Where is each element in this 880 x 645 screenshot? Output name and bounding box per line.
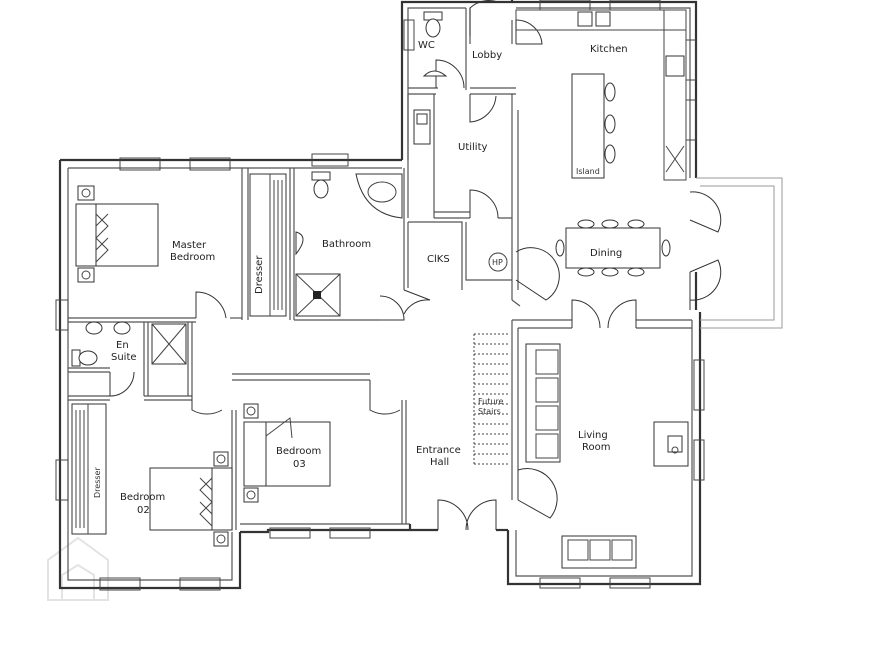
- label-master-1: Master: [172, 240, 207, 251]
- label-lobby: Lobby: [472, 50, 502, 61]
- label-dresser: Dresser: [254, 255, 265, 294]
- ensuite-toilet: [71, 349, 98, 367]
- bathroom-toilet: [311, 171, 331, 199]
- terrace-outline: [696, 177, 783, 329]
- label-entrance-2: Hall: [430, 457, 449, 468]
- label-future-2: Stairs: [478, 407, 501, 416]
- room-labels: WC Lobby Kitchen Utility Island Master B…: [93, 40, 628, 516]
- bathroom-shower: [295, 273, 341, 317]
- label-hp: HP: [492, 258, 503, 267]
- label-entrance-1: Entrance: [416, 445, 461, 456]
- label-bedroom02-2: 02: [137, 505, 150, 516]
- label-island: Island: [576, 167, 600, 176]
- wc-basin: [422, 70, 448, 77]
- ensuite-basin: [85, 321, 131, 335]
- wc-toilet: [423, 11, 443, 38]
- kitchen-island: [571, 73, 616, 179]
- bedroom02-bed: [149, 451, 233, 547]
- label-living-2: Room: [582, 442, 610, 453]
- doors: [109, 0, 722, 531]
- label-future-1: Future: [478, 397, 504, 406]
- label-en-2: Suite: [111, 352, 137, 363]
- label-en-1: En: [116, 340, 129, 351]
- label-living-1: Living: [578, 430, 608, 441]
- fireplace: [653, 421, 689, 467]
- label-bedroom02-1: Bedroom: [120, 492, 165, 503]
- bathroom-basin: [295, 231, 304, 256]
- label-wc: WC: [418, 40, 435, 51]
- future-stairs: [473, 333, 510, 466]
- hp-circle: [488, 252, 508, 272]
- watermark-logo: [47, 536, 109, 601]
- dining-table: [555, 219, 671, 277]
- internal-walls: [68, 8, 692, 530]
- label-dresser2: Dresser: [93, 467, 102, 498]
- living-sofa-south: [561, 535, 637, 569]
- bedroom03-bed: [243, 403, 331, 503]
- windows: [55, 0, 705, 591]
- label-dining: Dining: [590, 248, 622, 259]
- label-bathroom: Bathroom: [322, 239, 371, 250]
- fixtures: [71, 9, 689, 569]
- label-clks: ClKS: [427, 254, 450, 265]
- master-dresser: [249, 173, 287, 317]
- outer-walls: [58, 0, 702, 590]
- bathroom-bath: [355, 173, 403, 219]
- label-bedroom03-2: 03: [293, 459, 306, 470]
- label-master-2: Bedroom: [170, 252, 215, 263]
- living-sofa-west: [525, 343, 561, 463]
- label-bedroom03-1: Bedroom: [276, 446, 321, 457]
- ensuite-shower: [151, 323, 187, 365]
- master-bed: [75, 185, 159, 283]
- label-utility: Utility: [458, 142, 487, 153]
- kitchen-counters: [515, 9, 687, 181]
- bedroom02-dresser: [71, 403, 107, 535]
- label-kitchen: Kitchen: [590, 44, 628, 55]
- utility-sink: [413, 109, 431, 145]
